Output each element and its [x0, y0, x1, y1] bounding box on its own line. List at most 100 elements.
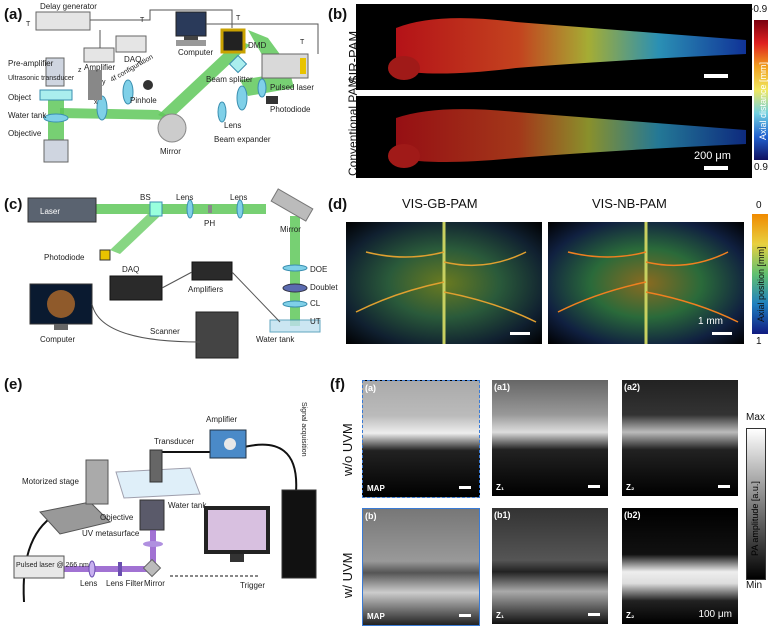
colorbar-f-bottom: Min [746, 580, 763, 591]
label-doe: DOE [310, 265, 327, 274]
label-objective-e: Objective [100, 513, 134, 522]
label-uv-metasurface: UV metasurface [82, 529, 140, 538]
panel-f-label: (f) [330, 376, 345, 393]
label-scanner: Scanner [150, 327, 180, 336]
panel-e-diagram: Amplifier Transducer Motorized stage Wat… [13, 402, 317, 603]
label-pinhole: Pinhole [130, 96, 157, 105]
sublabel-a2: (a2) [624, 382, 641, 392]
label-bs: BS [140, 193, 151, 202]
label-t3: T [140, 17, 145, 24]
label-lens2-c: Lens [230, 193, 247, 202]
image-z2-wo: (a2) Z₂ [622, 380, 738, 496]
label-axis-z: z [78, 67, 82, 74]
colorbar-d-label: Axial position [mm] [756, 246, 766, 322]
panel-c-diagram: Laser BS Lens PH Lens Mirror Photodiode … [27, 188, 338, 359]
colorbar-b [754, 20, 768, 160]
conventional-pam-image: 200 μm [356, 96, 752, 178]
image-z2-w: (b2) Z₂ 100 μm [622, 508, 738, 624]
label-t0: T [26, 21, 31, 28]
panel-e-label: (e) [4, 376, 23, 393]
sublabel-b2: (b2) [624, 510, 641, 520]
panel-c-label: (c) [4, 196, 23, 213]
label-photodiode-a: Photodiode [270, 105, 311, 114]
sublabel-a1: (a1) [494, 382, 511, 392]
colorbar-b-label: Axial distance [mm] [758, 61, 768, 140]
label-delay-generator: Delay generator [40, 2, 97, 11]
label-t1: T [236, 15, 241, 22]
colorbar-d-top: 0 [756, 200, 762, 211]
label-amplifier-e: Amplifier [206, 415, 237, 424]
label-beam-expander: Beam expander [214, 135, 271, 144]
colorbar-f-label: PA amplitude [a.u.] [750, 481, 760, 556]
panel-e: (e) Amplifier [0, 372, 340, 633]
label-object: Object [8, 93, 32, 102]
scalebar-f-b1 [588, 613, 600, 616]
label-water-tank-a: Water tank [8, 111, 47, 120]
label-lens-e: Lens [80, 579, 97, 588]
sublabel-b1: (b1) [494, 510, 511, 520]
z1-label-b1: Z₁ [496, 611, 505, 620]
label-objective-a: Objective [8, 129, 42, 138]
label-computer-c: Computer [40, 335, 75, 344]
label-axis-x: x [94, 99, 98, 106]
scalebar-d: 1 mm [698, 316, 723, 327]
map-label-a: MAP [367, 484, 385, 493]
image-z1-w: (b1) Z₁ [492, 508, 608, 624]
panel-f: (f) w/o UVM w/ UVM (a) MAP (a1) Z₁ (a2) … [326, 372, 776, 633]
label-lens1-c: Lens [176, 193, 193, 202]
scalebar-f-a [459, 486, 471, 489]
panel-b: (b) SIR-PAM Conventional PAM 200 μ [326, 0, 776, 180]
label-daq-a: DAQ [124, 55, 141, 64]
label-laser-c: Laser [40, 207, 60, 216]
label-transducer-e: Transducer [154, 437, 195, 446]
colorbar-d [752, 214, 768, 334]
map-label-b: MAP [367, 612, 385, 621]
sublabel-b: (b) [365, 511, 377, 521]
label-doublet: Doublet [310, 283, 338, 292]
label-lens-filter: Lens Filter [106, 579, 144, 588]
label-ut: UT [310, 317, 321, 326]
label-mirror-a: Mirror [160, 147, 181, 156]
scalebar-f-a2 [718, 485, 730, 488]
colorbar-f-top: Max [746, 412, 765, 423]
label-t2: T [300, 39, 305, 46]
label-axis-y: y [102, 79, 106, 86]
panel-b-label: (b) [328, 6, 348, 23]
row-label-w-uvm: w/ UVM [340, 552, 355, 599]
label-lens-a: Lens [224, 121, 241, 130]
label-photodiode-c: Photodiode [44, 253, 85, 262]
panel-a: (a) [0, 0, 326, 170]
label-pulsed-laser-a: Pulsed laser [270, 83, 314, 92]
panel-d-label: (d) [328, 196, 348, 213]
colorbar-b-bottom: 0.9 [754, 162, 768, 173]
label-daq-c: DAQ [122, 265, 139, 274]
image-map-wo: (a) MAP [362, 380, 480, 498]
colorbar-d-bottom: 1 [756, 336, 762, 347]
z1-label-a1: Z₁ [496, 483, 505, 492]
label-cl: CL [310, 299, 321, 308]
label-mirror-e: Mirror [144, 579, 165, 588]
colorbar-b-top: -0.9 [750, 4, 768, 15]
vis-nb-pam-image: 1 mm [548, 222, 744, 344]
scalebar-f-b2: 100 μm [698, 609, 732, 620]
label-signal-acquisition: Signal acquisition [300, 402, 307, 457]
label-dmd: DMD [248, 41, 266, 50]
image-z1-wo: (a1) Z₁ [492, 380, 608, 496]
panel-a-label: (a) [4, 6, 23, 23]
z2-label-b2: Z₂ [626, 611, 635, 620]
panel-a-diagram: Delay generator Amplifier DAQ Computer D… [8, 2, 319, 163]
panel-c: (c) Laser BS Le [0, 188, 338, 362]
label-amplifiers-c: Amplifiers [188, 285, 223, 294]
label-transducer-a: Ultrasonic transducer [8, 75, 75, 82]
image-map-w: (b) MAP [362, 508, 480, 626]
label-motorized-stage: Motorized stage [22, 477, 79, 486]
label-amplifier-a: Amplifier [84, 63, 115, 72]
label-trigger: Trigger [240, 581, 265, 590]
label-preamp: Pre-amplifier [8, 59, 54, 68]
scalebar-f-a1 [588, 485, 600, 488]
label-pulsed-laser-e: Pulsed laser @ 266 nm [16, 562, 89, 569]
sir-pam-image [356, 4, 752, 90]
z2-label-a2: Z₂ [626, 483, 635, 492]
panel-d: (d) VIS-GB-PAM VIS-NB-PAM 1 mm 0 1 Axial… [326, 192, 776, 352]
label-mirror-c: Mirror [280, 225, 301, 234]
